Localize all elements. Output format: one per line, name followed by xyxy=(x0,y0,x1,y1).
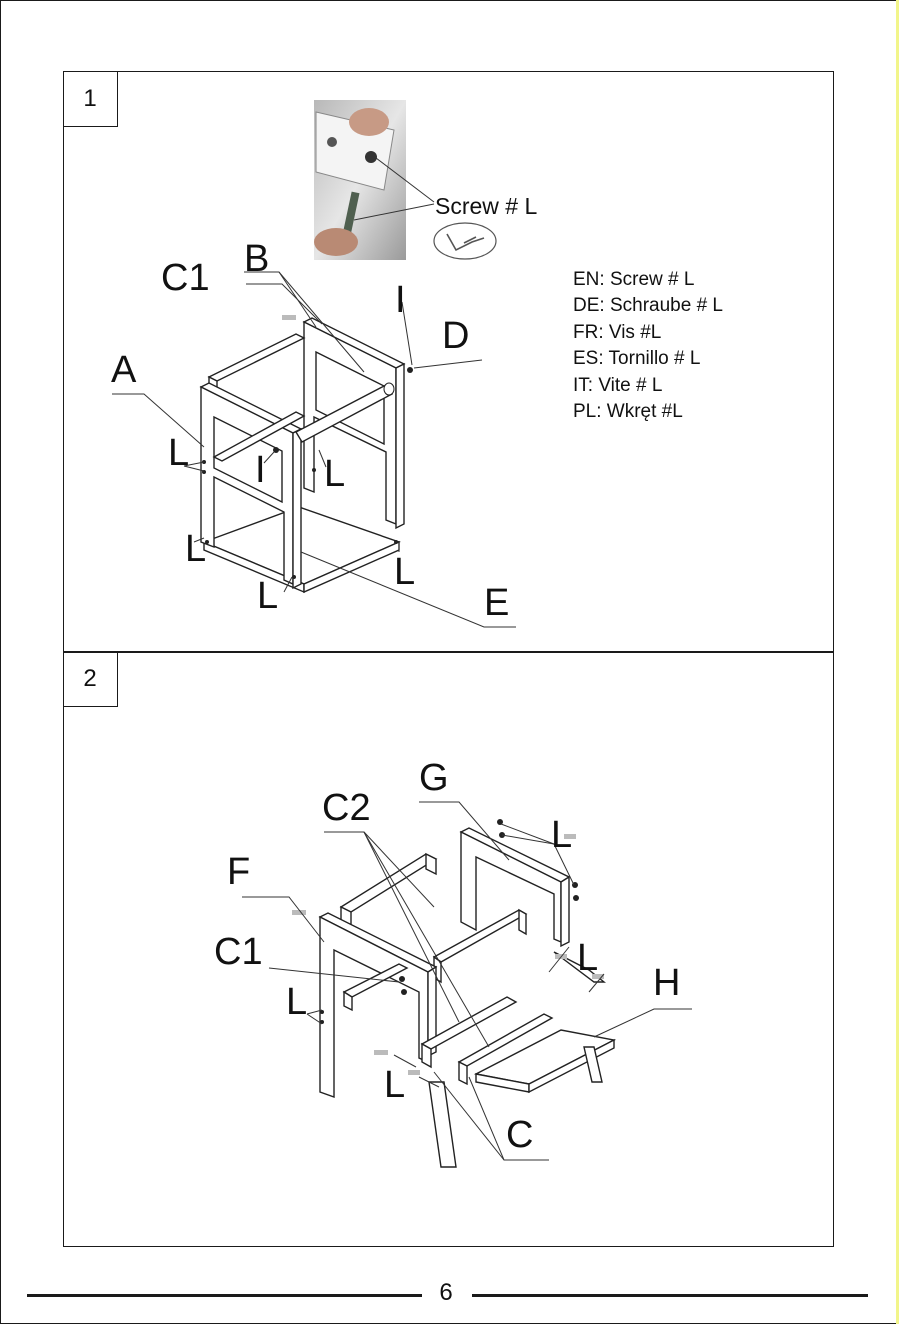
label-b: B xyxy=(244,238,269,280)
label-c2: C2 xyxy=(322,787,371,829)
step-2-panel: 2 xyxy=(63,651,834,1247)
screw-icon xyxy=(434,223,496,259)
label-i-side: I xyxy=(255,449,266,491)
label-c1: C1 xyxy=(214,931,263,973)
step-2-assembly xyxy=(292,819,614,1167)
label-l-3: L xyxy=(185,528,206,570)
label-i-top: I xyxy=(395,279,406,321)
footer-rule-left xyxy=(27,1294,422,1297)
step-1-panel: 1 Screw # L xyxy=(63,71,834,653)
label-l-5: L xyxy=(257,575,278,617)
legend-es: ES: Tornillo # L xyxy=(573,348,700,369)
label-l-2: L xyxy=(577,937,598,979)
step-1-diagram: Screw # L EN: Screw # L DE: Schraube # L… xyxy=(64,72,835,654)
label-e: E xyxy=(484,582,509,624)
step-2-diagram: G C2 F C1 H C L L L L xyxy=(64,652,835,1248)
photo-label: Screw # L xyxy=(435,193,537,219)
footer-rule-right xyxy=(472,1294,868,1297)
label-l-2: L xyxy=(324,453,345,495)
legend-pl: PL: Wkręt #L xyxy=(573,401,683,422)
label-l-1: L xyxy=(551,814,572,856)
screw-photo xyxy=(314,100,406,260)
label-l-4: L xyxy=(394,551,415,593)
label-c1: C1 xyxy=(161,257,210,299)
label-g: G xyxy=(419,757,449,799)
legend-de: DE: Schraube # L xyxy=(573,295,723,316)
label-a: A xyxy=(111,349,137,391)
screw-legend: EN: Screw # L DE: Schraube # L FR: Vis #… xyxy=(573,269,723,422)
label-l-1: L xyxy=(168,432,189,474)
page-number: 6 xyxy=(428,1279,464,1307)
legend-it: IT: Vite # L xyxy=(573,375,662,396)
label-f: F xyxy=(227,851,250,893)
label-d: D xyxy=(442,315,469,357)
legend-en: EN: Screw # L xyxy=(573,269,694,290)
label-l-4: L xyxy=(384,1064,405,1106)
label-c: C xyxy=(506,1114,533,1156)
legend-fr: FR: Vis #L xyxy=(573,322,661,343)
label-l-3: L xyxy=(286,981,307,1023)
label-h: H xyxy=(653,962,680,1004)
step-1-assembly xyxy=(201,315,413,592)
